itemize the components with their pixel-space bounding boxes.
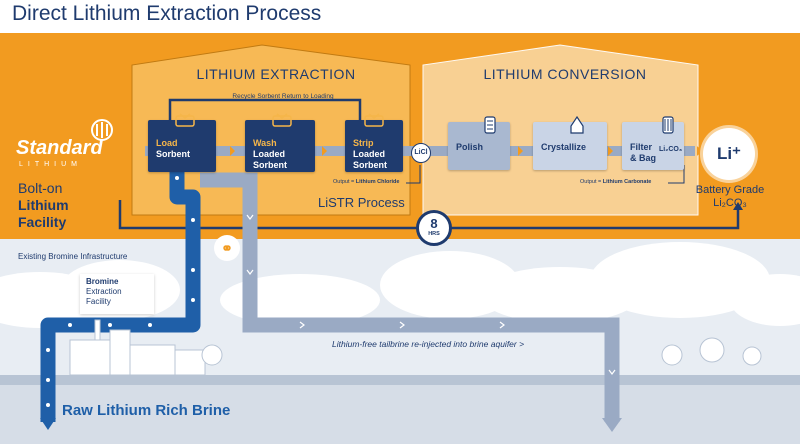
sorbent-vessel-icon [364, 113, 384, 127]
lithium-conversion-header: LITHIUM CONVERSION [483, 66, 647, 82]
tailbrine-label: Lithium-free tailbrine re-injected into … [332, 339, 525, 349]
step-crystallize-label: Crystallize [541, 142, 587, 152]
step-strip-highlight: Strip [353, 138, 374, 148]
facility-line-3: Facility [18, 214, 67, 230]
sorbent-vessel-icon [175, 113, 195, 127]
step-filter-bag: Filter & Bag [622, 116, 684, 170]
crystallizer-icon [570, 116, 584, 134]
sorbent-vessel-icon [272, 113, 292, 127]
link-icon: ⚭ [214, 235, 240, 261]
facility-line-2: Lithium [18, 197, 69, 213]
bolt-on-facility-label: Bolt-on Lithium Facility [18, 180, 69, 231]
brand-name: Standard [16, 137, 103, 159]
licl-output-prefix: Output = [333, 179, 356, 185]
licl-output-label: Output = Lithium Chloride [333, 179, 399, 185]
carbonate-output-label: Output = Lithium Carbonate [580, 179, 651, 185]
step-filter-label: Filter & Bag [630, 142, 657, 163]
page-title: Direct Lithium Extraction Process [12, 2, 322, 25]
tailbrine-pipe [200, 172, 620, 422]
industrial-plant-silhouette [69, 319, 206, 376]
raw-brine-label: Raw Lithium Rich Brine [62, 402, 231, 419]
pipe-bubbles [46, 176, 195, 407]
carbonate-output-bracket [668, 165, 685, 184]
carbonate-output-value: Lithium Carbonate [602, 179, 652, 185]
battery-grade-line-2: Li₂CO₃ [713, 197, 747, 209]
recycle-sorbent-label: Recycle Sorbent Return to Loading [232, 93, 334, 100]
step-load-rest: Sorbent [156, 149, 191, 159]
aquifer-layer [0, 385, 800, 444]
bromine-line-1: Bromine [86, 277, 119, 286]
timer-value: 8 [430, 216, 438, 231]
ground-line [0, 375, 800, 385]
filter-cartridge-icon [484, 116, 496, 134]
tree-silhouettes [201, 337, 762, 366]
cloud-shapes [0, 242, 800, 328]
pipe-chevrons [246, 214, 616, 375]
bromine-line-2: Extraction [86, 287, 122, 296]
step-wash-rest: Loaded Sorbent [253, 149, 288, 170]
step-polish-label: Polish [456, 142, 484, 152]
listr-process-label: LiSTR Process [318, 195, 405, 210]
step-strip-rest: Loaded Sorbent [353, 149, 388, 170]
brand-sub: LITHIUM [19, 161, 82, 168]
step-polish: Polish [448, 116, 510, 170]
reinjection-arrow [602, 418, 622, 432]
recycle-loop-line [168, 98, 362, 122]
lithium-product-badge: Li⁺ [703, 128, 755, 180]
existing-bromine-infrastructure-label: Existing Bromine Infrastructure [18, 252, 128, 261]
facility-line-1: Bolt-on [18, 180, 63, 196]
battery-grade-line-1: Battery Grade [695, 184, 765, 196]
conveyor-arrows [230, 146, 702, 156]
filter-press-icon [662, 116, 674, 134]
carbonate-output-prefix: Output = [580, 179, 603, 185]
li2co3-intermediate-label: Li₂CO₃ [659, 146, 683, 153]
licl-output-bracket [406, 165, 421, 184]
step-wash-highlight: Wash [253, 138, 277, 148]
licl-output-value: Lithium Chloride [355, 179, 400, 185]
bromine-extraction-facility: Bromine Extraction Facility [80, 274, 154, 314]
timer-unit: HRS [428, 231, 440, 237]
battery-grade-label: Battery Grade Li₂CO₃ [688, 184, 772, 210]
step-crystallize: Crystallize [533, 116, 607, 170]
lithium-extraction-header: LITHIUM EXTRACTION [196, 66, 356, 82]
bromine-line-3: Facility [86, 297, 111, 306]
logo-mark-icon [91, 119, 113, 141]
step-load-highlight: Load [156, 138, 178, 148]
feed-arrow [40, 418, 56, 430]
standard-lithium-logo: Standard LITHIUM [16, 119, 113, 168]
raw-brine-feed-pipe [40, 168, 201, 422]
eight-hour-timer: 8 HRS [416, 210, 452, 246]
licl-intermediate-badge: LiCl [411, 143, 431, 163]
